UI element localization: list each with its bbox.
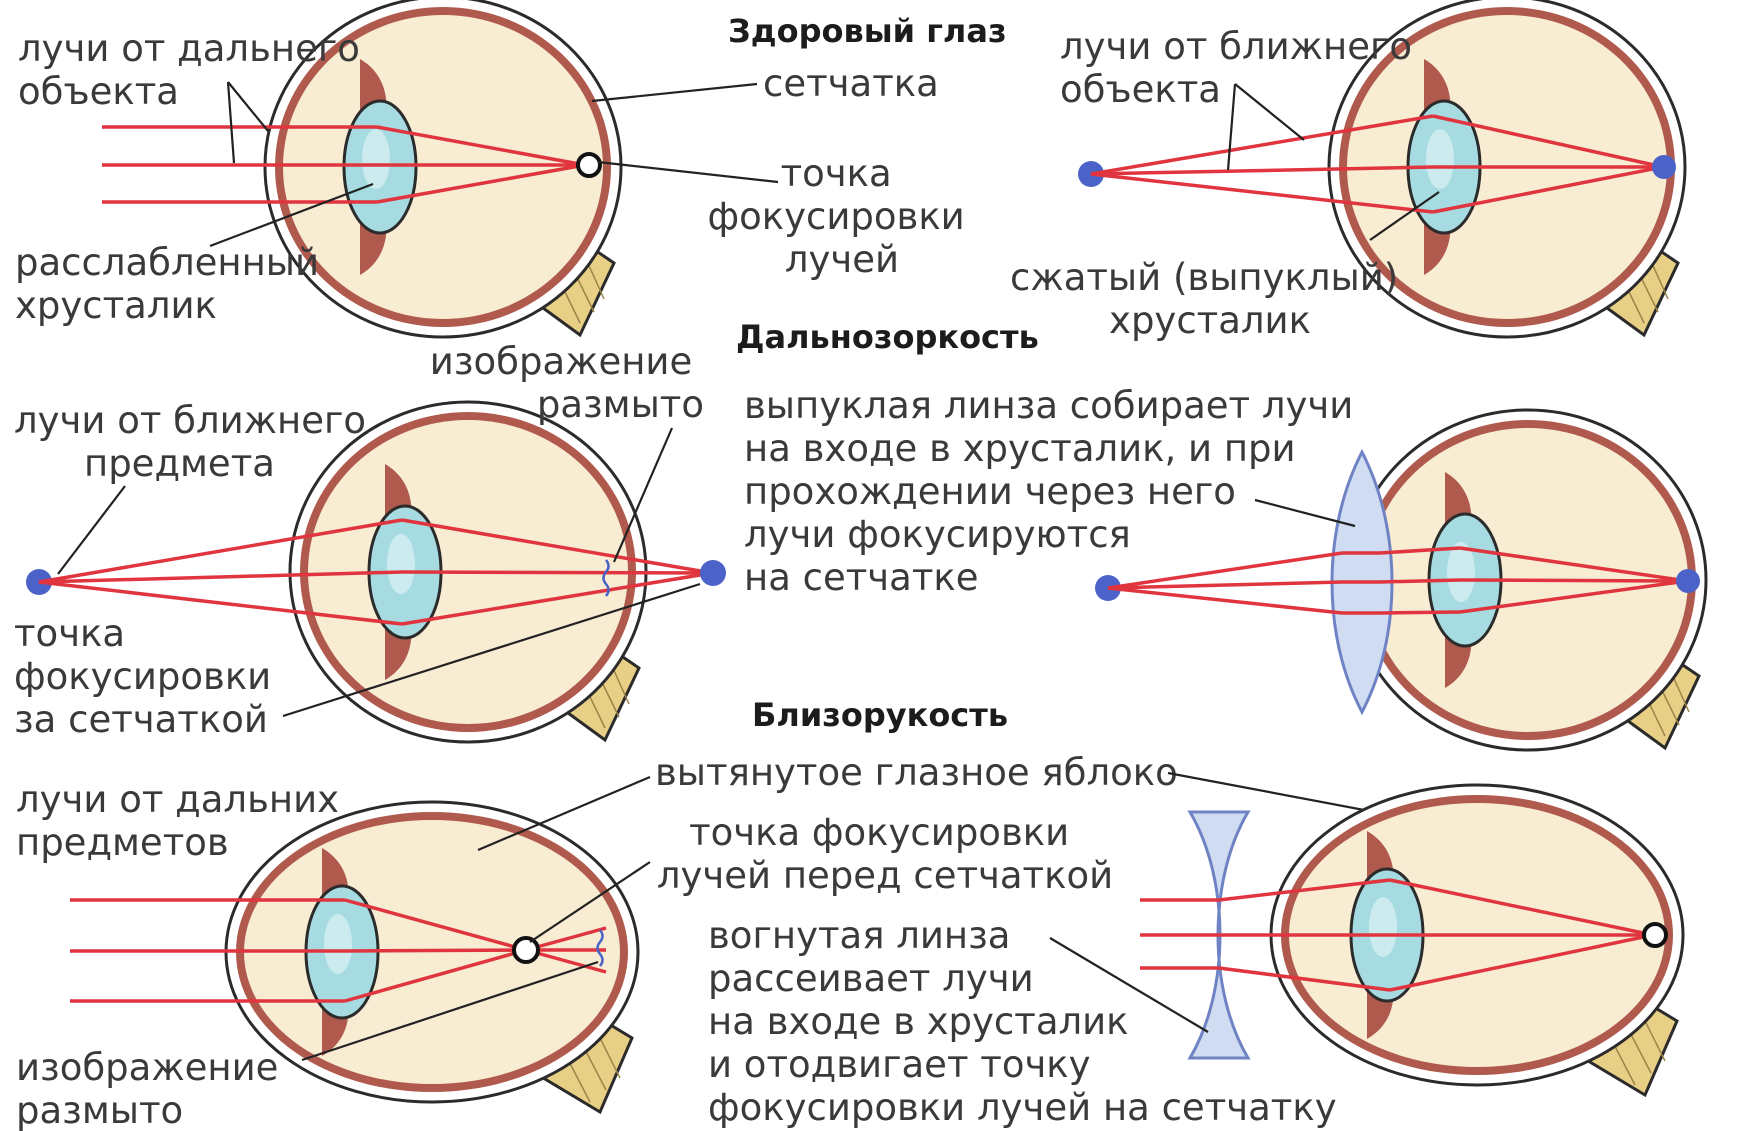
hyperopia-eye: изображение размыто лучи от ближнего пре…	[14, 340, 726, 742]
focus-point-behind-retina	[700, 560, 726, 586]
title-myopia: Близорукость	[752, 696, 1008, 734]
title-healthy-eye: Здоровый глаз	[728, 12, 1007, 50]
focus-point-before-retina	[514, 938, 538, 962]
label-focus-before-retina: точка фокусировки лучей перед сетчаткой	[657, 811, 1113, 897]
label-focus-behind-retina: точка фокусировки за сетчаткой	[14, 612, 283, 741]
focus-point-on-retina	[578, 154, 600, 176]
label-convex-lens-note: выпуклая линза собирает лучи на входе в …	[744, 384, 1365, 599]
healthy-eye-far: лучи от дальнего объекта сетчатка точка …	[15, 0, 977, 337]
focus-point-on-retina	[1644, 924, 1666, 946]
label-focus-point: точка фокусировки лучей	[708, 152, 977, 281]
label-elongated-eyeball: вытянутое глазное яблоко	[655, 751, 1178, 794]
label-concave-lens-note: вогнутая линза рассеивает лучи на входе …	[708, 914, 1337, 1129]
label-retina: сетчатка	[763, 62, 939, 105]
title-hyperopia: Дальнозоркость	[736, 318, 1039, 356]
label-compressed-lens: сжатый (выпуклый) хрусталик	[1010, 256, 1410, 342]
healthy-eye-near: лучи от ближнего объекта сжатый (выпуклы…	[1010, 0, 1685, 342]
focus-point-on-retina	[1676, 569, 1700, 593]
label-blurred-image: изображение размыто	[16, 1046, 290, 1131]
label-relaxed-lens: расслабленный хрусталик	[15, 241, 331, 327]
focus-point-on-retina	[1652, 155, 1676, 179]
